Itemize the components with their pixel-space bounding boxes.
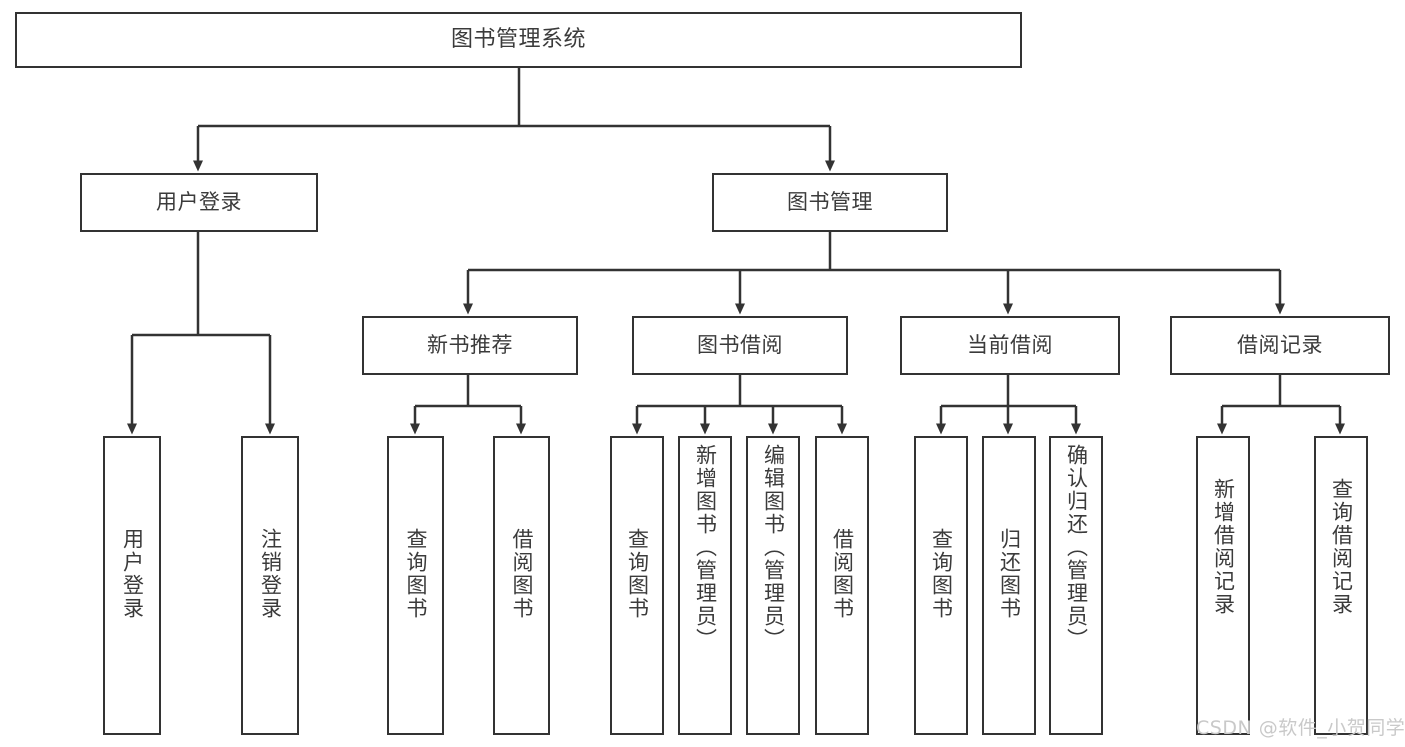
- node-label: 确认归还（管理员）: [1064, 444, 1089, 651]
- node-label: 新增图书（管理员）: [693, 444, 718, 651]
- node-current-borrow[interactable]: 当前借阅: [900, 316, 1120, 375]
- node-label: 借阅图书: [510, 528, 534, 620]
- node-book-management[interactable]: 图书管理: [712, 173, 948, 232]
- leaf-borrow-edit-book-admin[interactable]: 编辑图书（管理员）: [746, 436, 800, 735]
- node-root-system[interactable]: 图书管理系统: [15, 12, 1022, 68]
- leaf-current-confirm-return-admin[interactable]: 确认归还（管理员）: [1049, 436, 1103, 735]
- leaf-current-search-book[interactable]: 查询图书: [914, 436, 968, 735]
- node-book-borrow[interactable]: 图书借阅: [632, 316, 848, 375]
- node-label: 查询借阅记录: [1329, 478, 1354, 616]
- csdn-watermark: CSDN @软件_小贺同学: [1196, 717, 1405, 739]
- leaf-record-search-borrow-record[interactable]: 查询借阅记录: [1314, 436, 1368, 735]
- leaf-borrow-add-book-admin[interactable]: 新增图书（管理员）: [678, 436, 732, 735]
- node-label: 用户登录: [156, 190, 242, 215]
- node-label: 编辑图书（管理员）: [761, 444, 786, 651]
- node-label: 图书管理系统: [450, 27, 586, 53]
- node-label: 注销登录: [258, 528, 283, 620]
- node-new-book-recommend[interactable]: 新书推荐: [362, 316, 578, 375]
- node-borrow-record[interactable]: 借阅记录: [1170, 316, 1390, 375]
- node-label: 归还图书: [997, 528, 1022, 620]
- leaf-recommend-borrow-book[interactable]: 借阅图书: [493, 436, 550, 735]
- node-label: 查询图书: [929, 528, 954, 620]
- node-label: 查询图书: [404, 528, 428, 620]
- leaf-logout[interactable]: 注销登录: [241, 436, 299, 735]
- leaf-borrow-borrow-book[interactable]: 借阅图书: [815, 436, 869, 735]
- leaf-current-return-book[interactable]: 归还图书: [982, 436, 1036, 735]
- node-label: 用户登录: [120, 528, 145, 620]
- leaf-user-login[interactable]: 用户登录: [103, 436, 161, 735]
- node-label: 图书借阅: [697, 333, 783, 358]
- node-label: 借阅图书: [830, 528, 855, 620]
- node-label: 新书推荐: [427, 333, 513, 358]
- node-label: 当前借阅: [967, 333, 1053, 358]
- leaf-recommend-search-book[interactable]: 查询图书: [387, 436, 444, 735]
- node-user-login[interactable]: 用户登录: [80, 173, 318, 232]
- node-label: 新增借阅记录: [1211, 478, 1236, 616]
- leaf-borrow-search-book[interactable]: 查询图书: [610, 436, 664, 735]
- node-label: 图书管理: [787, 190, 873, 215]
- node-label: 查询图书: [625, 528, 650, 620]
- leaf-record-add-borrow-record[interactable]: 新增借阅记录: [1196, 436, 1250, 735]
- node-label: 借阅记录: [1237, 333, 1323, 358]
